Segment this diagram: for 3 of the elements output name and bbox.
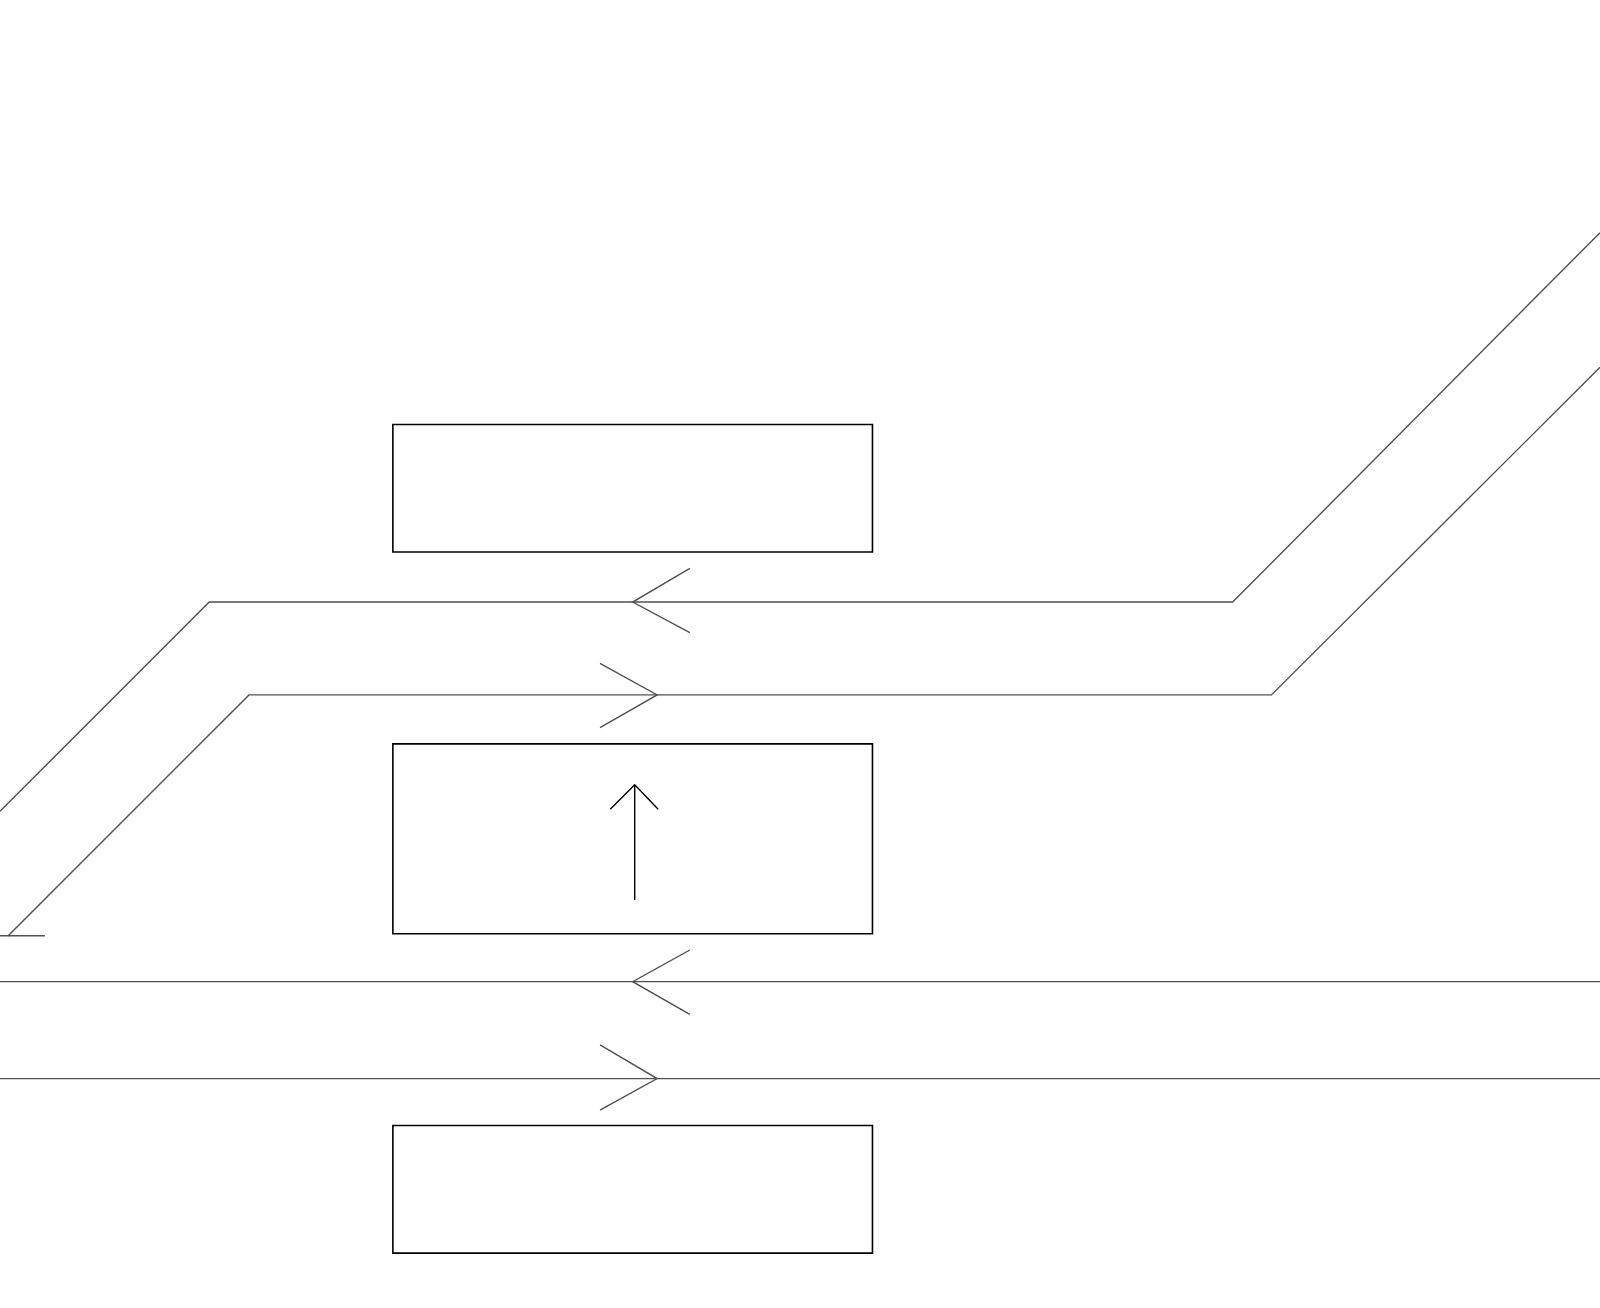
box [392,423,874,553]
box [392,743,874,935]
box [392,1124,874,1254]
